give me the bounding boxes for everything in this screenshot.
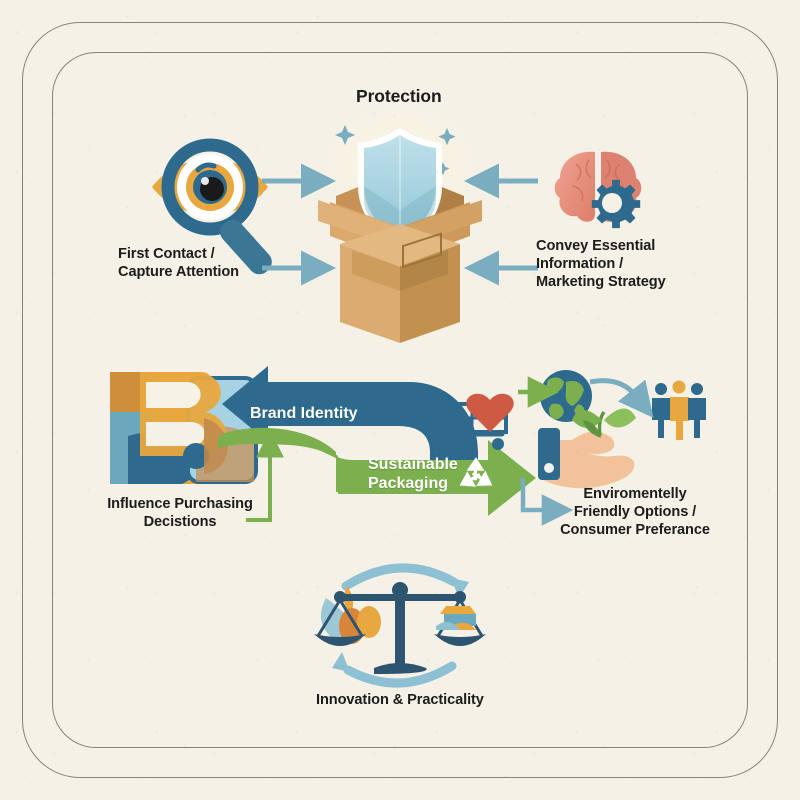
label-influence-purchasing: Influence Purchasing Decistions (100, 496, 260, 532)
label-environment-line1: Enviromentelly (583, 486, 687, 502)
label-environment-friendly: Enviromentelly Friendly Options / Consum… (556, 486, 714, 539)
globe-to-people-arrow (589, 378, 654, 418)
gear-icon (591, 179, 641, 229)
label-convey-line1: Convey Essential (536, 238, 656, 254)
balance-scale-cycle-icon (314, 563, 486, 688)
eye-magnifier-icon (152, 138, 272, 275)
arrow-label-sustainable-line2: Packaging (368, 475, 449, 493)
brain-gear-icon (554, 150, 642, 229)
arrow-label-brand-identity: Brand Identity (250, 405, 358, 422)
label-convey-line3: Marketing Strategy (536, 273, 666, 290)
shopping-cart-heart-icon (437, 393, 514, 450)
label-environment-line2: Friendly Options / (573, 503, 697, 520)
label-environment-line3: Consumer Preferance (560, 521, 710, 538)
hand-holding-plant-icon (538, 408, 636, 489)
label-first-contact-line1: First Contact / (118, 246, 215, 262)
page-title: Protection (356, 86, 442, 106)
recycle-icon (459, 457, 493, 487)
sustainable-packaging-arrow (218, 427, 536, 516)
influence-to-brand-arrow (246, 429, 284, 522)
people-group-icon (652, 380, 706, 440)
shield-over-open-box-icon (305, 97, 495, 343)
label-first-contact-line2: Capture Attention (118, 263, 239, 280)
label-influence-line2: Decistions (143, 513, 217, 530)
label-convey-essential: Convey Essential Information / Marketing… (536, 238, 666, 291)
top-connector-arrows (262, 163, 538, 286)
brand-identity-arrow (222, 366, 478, 470)
cycle-arrow-bottom (343, 661, 457, 688)
packaging-to-environment-arrow (520, 478, 574, 526)
cycle-arrow-top (341, 563, 459, 591)
label-influence-line1: Influence Purchasing (107, 496, 253, 512)
label-first-contact: First Contact / Capture Attention (118, 246, 239, 282)
label-innovation-practicality: Innovation & Practicality (316, 692, 484, 708)
brand-b-phone-icon (110, 372, 258, 484)
label-convey-line2: Information / (536, 255, 624, 272)
sparkle-decorations (335, 125, 456, 176)
heart-icon (466, 393, 514, 432)
arrow-label-sustainable-packaging: Sustainable Packaging (368, 455, 458, 493)
arrow-label-sustainable-line1: Sustainable (368, 456, 458, 473)
